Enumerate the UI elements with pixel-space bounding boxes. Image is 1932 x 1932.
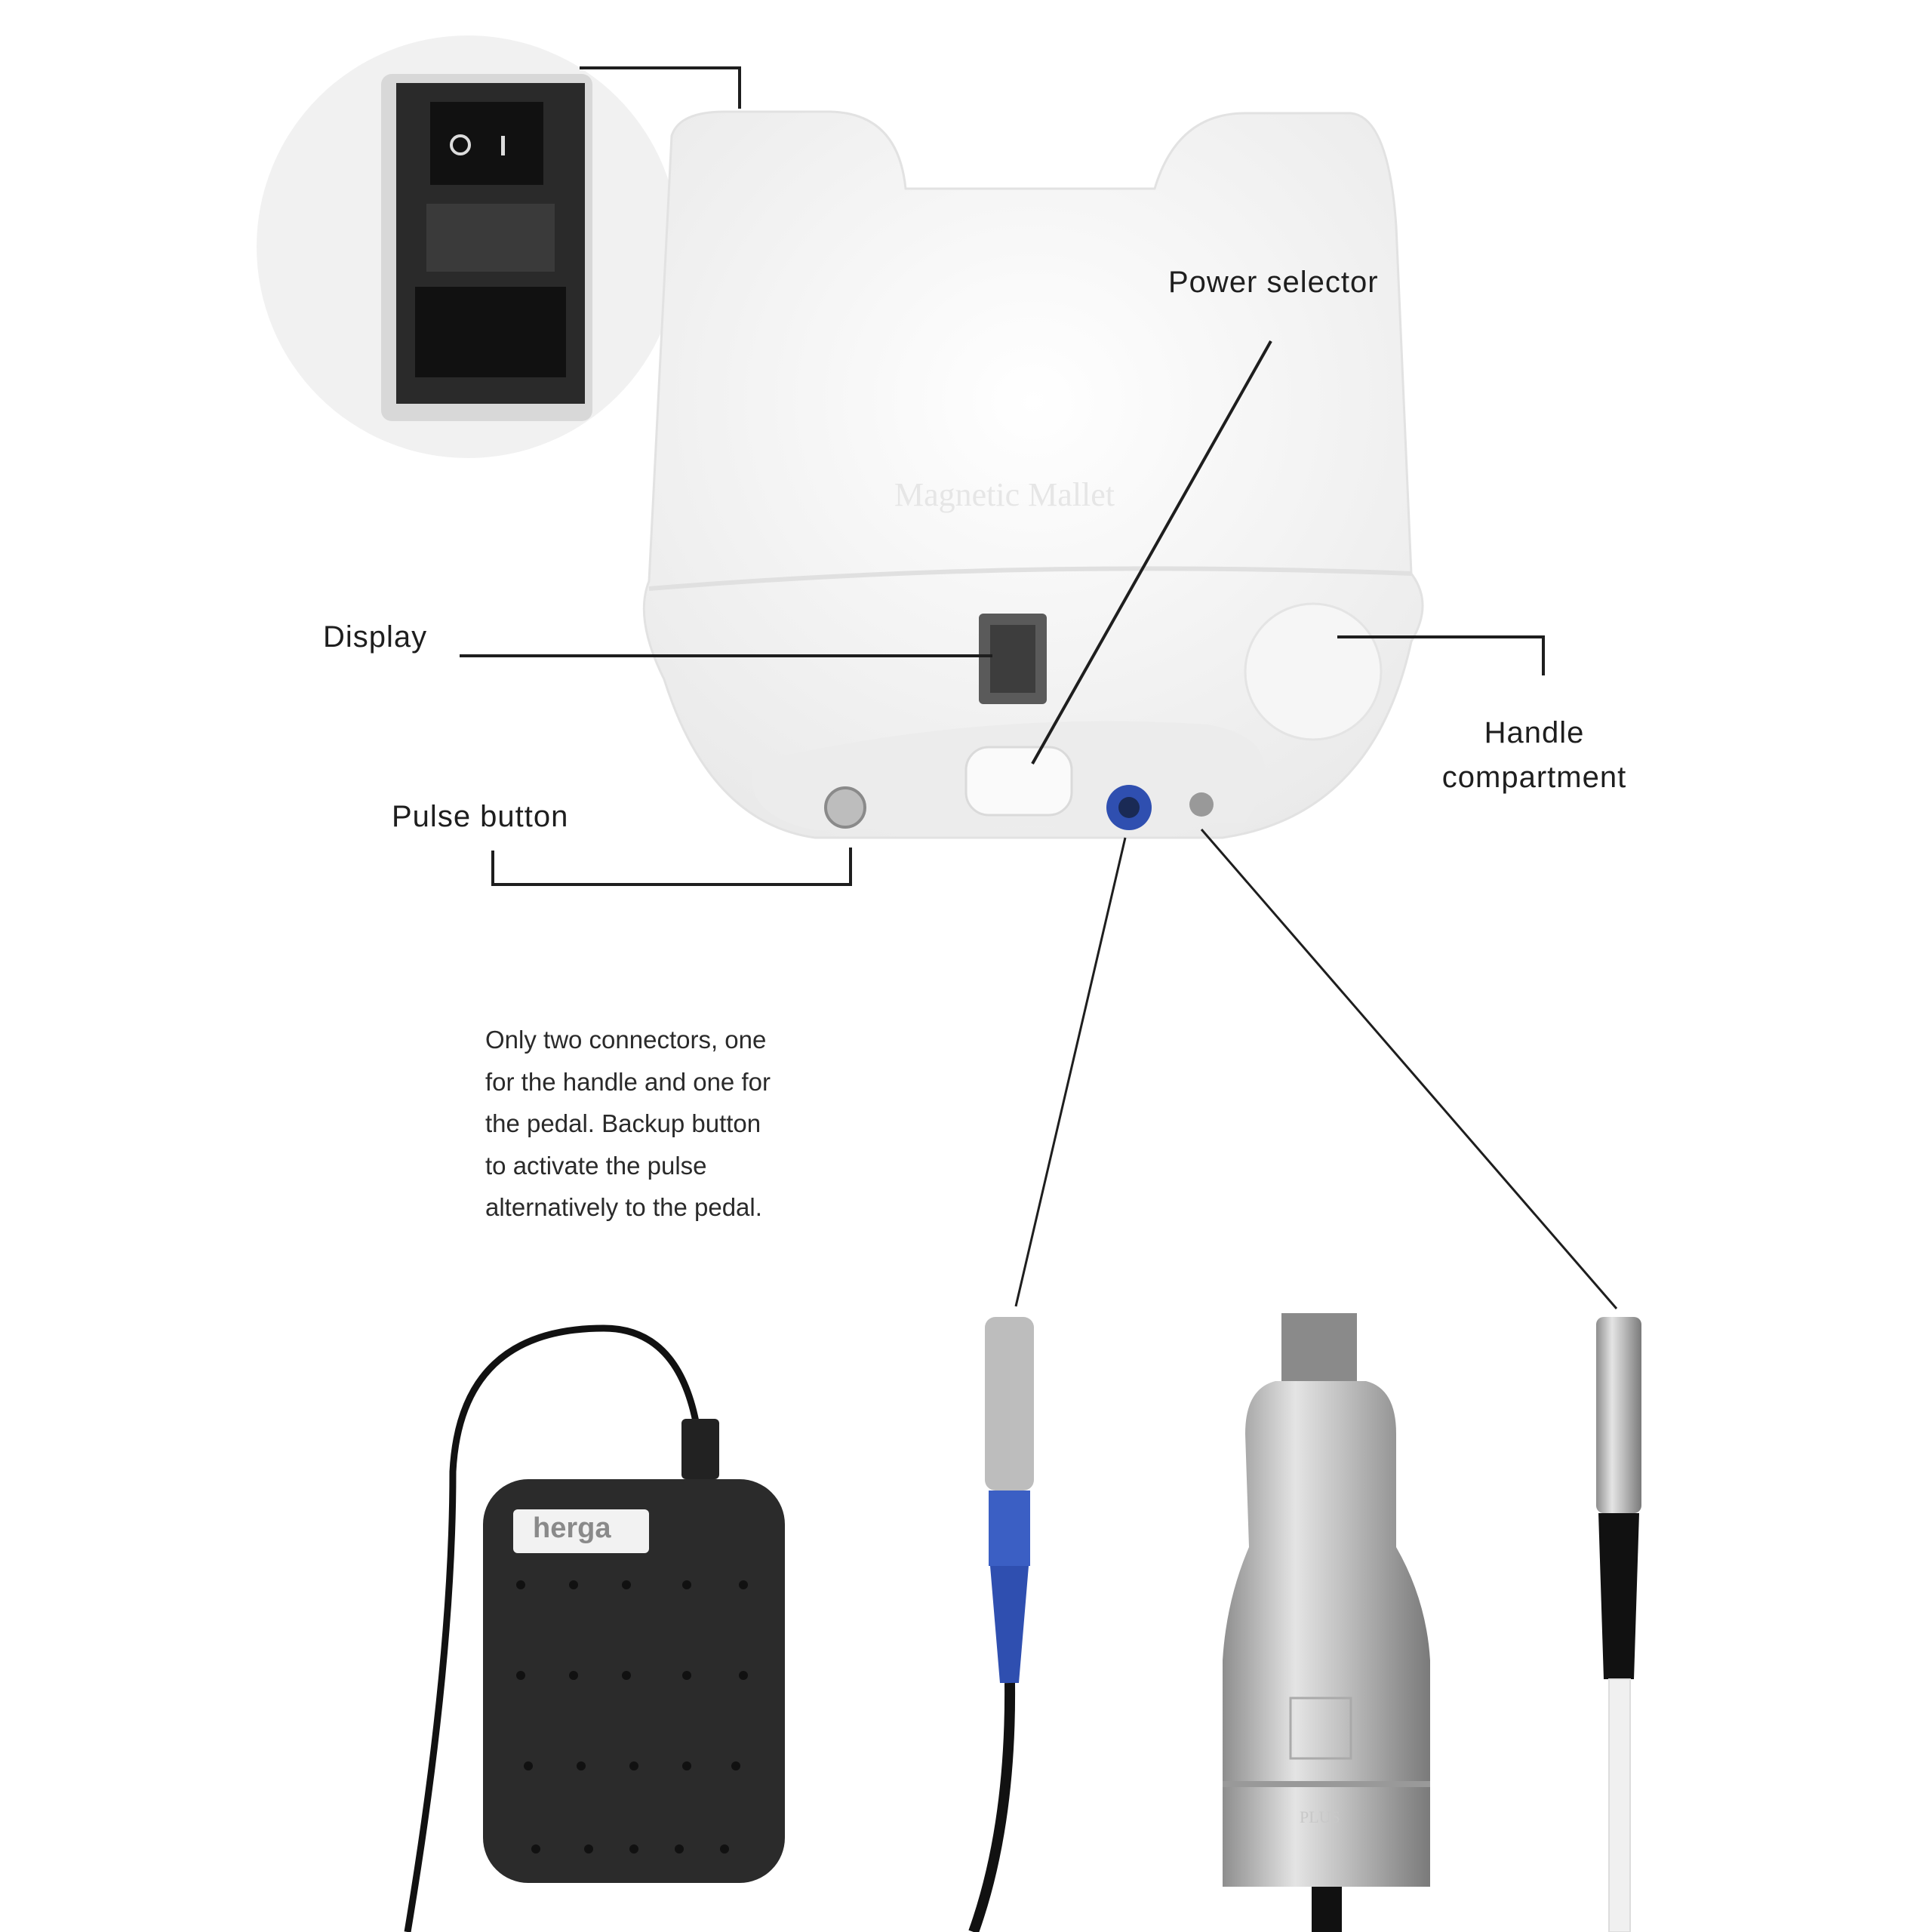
handle-connector-callout-line [1200,829,1618,1309]
mallet-handle [1223,1313,1430,1932]
pedal-brand-logo: herga [533,1512,611,1544]
handle-connector [1596,1317,1641,1932]
handle-mark: PLUS [1300,1807,1340,1826]
pedal-connector-callout-line [1014,837,1127,1307]
device-body [642,110,1424,839]
display-label: Display [323,620,428,654]
power-selector-callout-line [1031,340,1272,764]
handle-compartment-label-line2: compartment [1441,761,1627,794]
foot-pedal [404,1324,785,1932]
handle-compartment-label: Handle compartment [1419,711,1650,800]
description-line: for the handle and one for [485,1067,771,1096]
switch-callout-line [580,66,741,109]
description-line: Only two connectors, one [485,1026,767,1054]
power-switch-inset [257,35,679,458]
power-selector-label: Power selector [1168,266,1379,299]
connectors-description: Only two connectors, one for the handle … [485,1019,771,1229]
handle-compartment-callout-line [1337,635,1545,675]
description-line: alternatively to the pedal. [485,1193,762,1221]
handle-compartment-label-line1: Handle [1484,716,1585,749]
pulse-button-label: Pulse button [392,800,569,833]
pedal-connector [968,1317,1034,1932]
device-logo-watermark: Magnetic Mallet [894,476,1115,513]
description-line: to activate the pulse [485,1151,707,1180]
description-line: the pedal. Backup button [485,1109,761,1137]
pulse-button-callout-line [491,848,852,886]
